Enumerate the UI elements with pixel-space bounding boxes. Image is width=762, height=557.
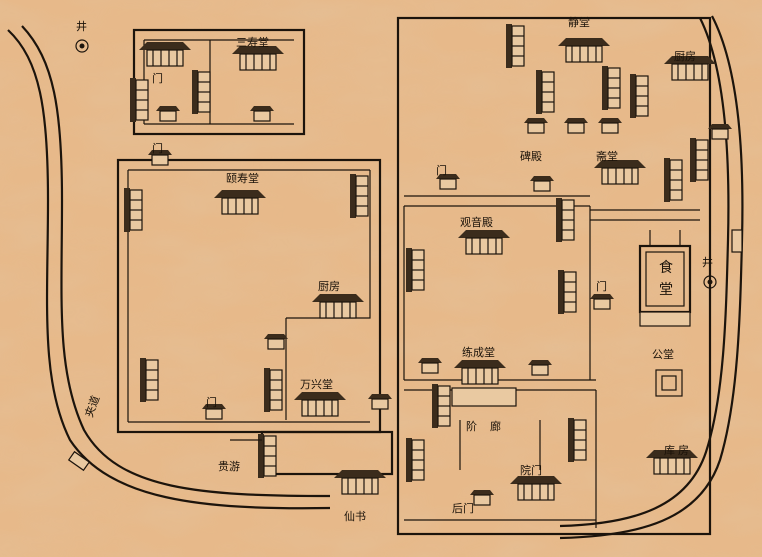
- label-hou-men: 后门: [452, 501, 474, 515]
- right-road-outer: [559, 15, 744, 540]
- label-jing-tang: 静堂: [568, 15, 590, 29]
- right-road-inner: [559, 17, 730, 528]
- label-sanshou-tang: 三寿堂: [236, 35, 269, 49]
- label-well-left: 井: [76, 19, 87, 33]
- label-men-lower-left: 门: [206, 395, 217, 409]
- label-corridor-2: 廊: [490, 419, 501, 433]
- label-men-right-b: 门: [596, 279, 607, 293]
- road-marker: [67, 450, 91, 472]
- label-chu-fang-2: 厨房: [674, 50, 696, 63]
- label-food-hall-1: 食: [659, 259, 673, 276]
- label-dharma-hall: 观音殿: [460, 215, 493, 229]
- label-chu-fang: 厨房: [318, 280, 340, 293]
- stele-square: [655, 369, 683, 397]
- label-xian-shu: 仙书: [344, 510, 366, 523]
- outer-road-outer: [21, 25, 331, 498]
- label-wan-xing-tang: 万兴堂: [300, 378, 333, 391]
- label-well-right: 井: [702, 255, 713, 269]
- label-corridor-1: 阶: [466, 419, 477, 433]
- label-gong-tang: 公堂: [652, 348, 674, 361]
- label-zhai-tang: 斋堂: [596, 149, 618, 163]
- label-lower-right-b: 房: [678, 444, 689, 457]
- well-left-icon: [75, 39, 89, 53]
- label-men-top: 门: [152, 71, 163, 85]
- middle-left-compound: [116, 158, 382, 434]
- label-food-hall-2: 堂: [659, 282, 673, 298]
- label-lian-cheng-tang: 练成堂: [462, 345, 495, 359]
- outer-road-inner: [7, 29, 331, 510]
- right-road-marker: [731, 229, 743, 253]
- well-right-icon: [703, 275, 717, 289]
- label-gui-you: 贵游: [218, 460, 240, 473]
- label-men-mid-left: 门: [152, 141, 163, 155]
- label-bei-dian: 碑殿: [520, 150, 542, 163]
- label-lower-right-a: 库: [664, 444, 675, 457]
- main-hall-base: [451, 387, 517, 407]
- label-men-right-a: 门: [436, 163, 447, 177]
- label-yuan-men: 院门: [520, 463, 542, 477]
- label-yishou-tang: 颐寿堂: [226, 171, 259, 185]
